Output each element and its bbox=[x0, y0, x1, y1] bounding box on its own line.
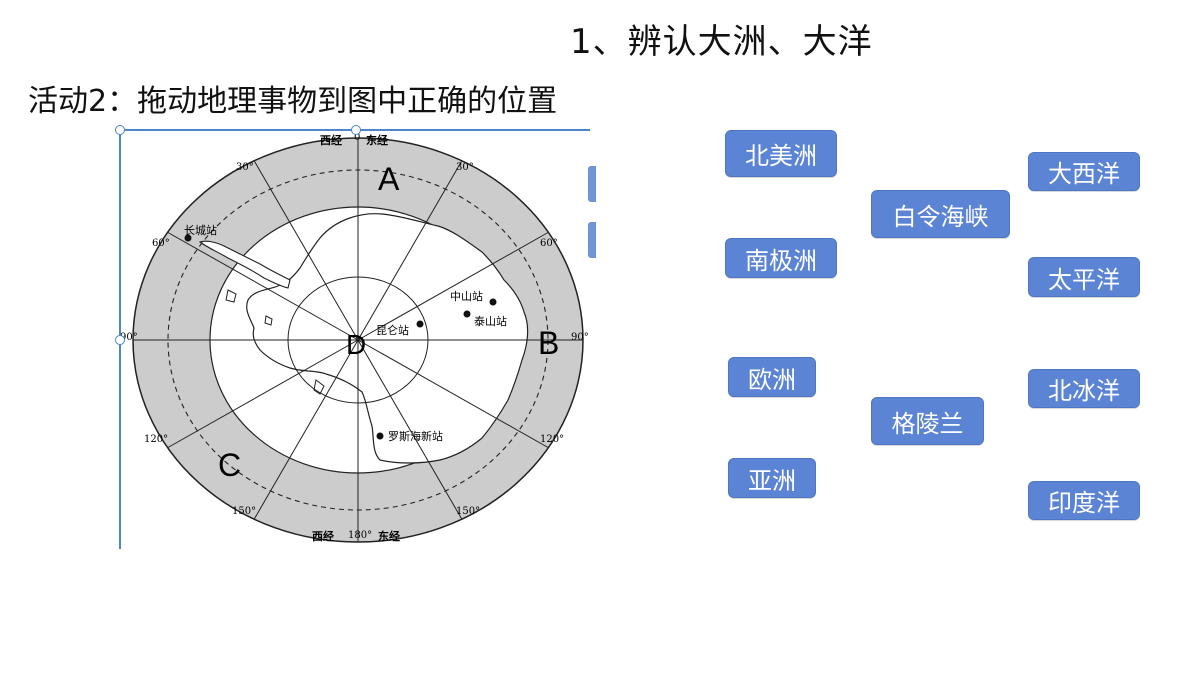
antarctic-peninsula bbox=[198, 240, 291, 289]
station-kunlun-label: 昆仑站 bbox=[376, 323, 409, 337]
marker-a: A bbox=[378, 161, 400, 197]
deg-150-left: 150° bbox=[232, 506, 256, 517]
chip-antarctica[interactable]: 南极洲 bbox=[725, 238, 837, 278]
station-zhongshan-label: 中山站 bbox=[450, 289, 483, 303]
deg-150-right: 150° bbox=[456, 506, 480, 517]
station-dot bbox=[489, 298, 497, 306]
activity-instruction: 活动2：拖动地理事物到图中正确的位置 bbox=[28, 84, 558, 119]
marker-c: C bbox=[218, 447, 241, 483]
island bbox=[264, 315, 273, 326]
marker-b: B bbox=[538, 325, 559, 361]
chip-bering-strait[interactable]: 白令海峡 bbox=[871, 190, 1010, 238]
panel-edge-tab[interactable] bbox=[588, 166, 596, 202]
top-east-label: 东经 bbox=[366, 133, 388, 147]
deg-30-left: 30° bbox=[236, 162, 254, 173]
deg-120-left: 120° bbox=[144, 434, 168, 445]
island bbox=[225, 289, 237, 303]
bottom-west-label: 西经 bbox=[312, 529, 334, 543]
chip-north-america[interactable]: 北美洲 bbox=[725, 130, 837, 177]
bottom-east-label: 东经 bbox=[378, 529, 400, 543]
antarctica-landmass bbox=[246, 213, 529, 464]
station-dot bbox=[376, 432, 384, 440]
station-taishan-label: 泰山站 bbox=[474, 314, 507, 328]
chip-greenland[interactable]: 格陵兰 bbox=[871, 397, 984, 445]
antarctica-map: 西经 0 东经 西经 180° 东经 30° 30° 60° 60° 90° 9… bbox=[120, 130, 590, 548]
resize-handle-left-mid[interactable] bbox=[115, 335, 125, 345]
station-dot bbox=[463, 310, 471, 318]
resize-handle-top-mid[interactable] bbox=[351, 125, 361, 135]
page-title: 1、辨认大洲、大洋 bbox=[570, 22, 873, 62]
chip-pacific[interactable]: 太平洋 bbox=[1028, 257, 1140, 297]
chip-indian[interactable]: 印度洋 bbox=[1028, 481, 1140, 520]
bottom-180-label: 180° bbox=[348, 530, 372, 541]
panel-edge-tab[interactable] bbox=[588, 222, 596, 258]
deg-60-left: 60° bbox=[152, 238, 170, 249]
chip-asia[interactable]: 亚洲 bbox=[728, 458, 816, 498]
resize-handle-top-left[interactable] bbox=[115, 125, 125, 135]
marker-d: D bbox=[346, 329, 366, 360]
deg-90-left: 90° bbox=[120, 332, 138, 343]
top-west-label: 西经 bbox=[320, 133, 342, 147]
station-dot bbox=[184, 234, 192, 242]
deg-60-right: 60° bbox=[540, 238, 558, 249]
chip-atlantic[interactable]: 大西洋 bbox=[1028, 152, 1140, 191]
chip-arctic[interactable]: 北冰洋 bbox=[1028, 369, 1140, 408]
deg-90-right: 90° bbox=[571, 332, 589, 343]
station-luosihai-label: 罗斯海新站 bbox=[388, 429, 443, 443]
chip-europe[interactable]: 欧洲 bbox=[728, 357, 816, 397]
station-changcheng-label: 长城站 bbox=[184, 223, 217, 237]
top-zero-label: 0 bbox=[354, 132, 360, 143]
deg-30-right: 30° bbox=[456, 162, 474, 173]
station-dot bbox=[416, 320, 424, 328]
deg-120-right: 120° bbox=[540, 434, 564, 445]
